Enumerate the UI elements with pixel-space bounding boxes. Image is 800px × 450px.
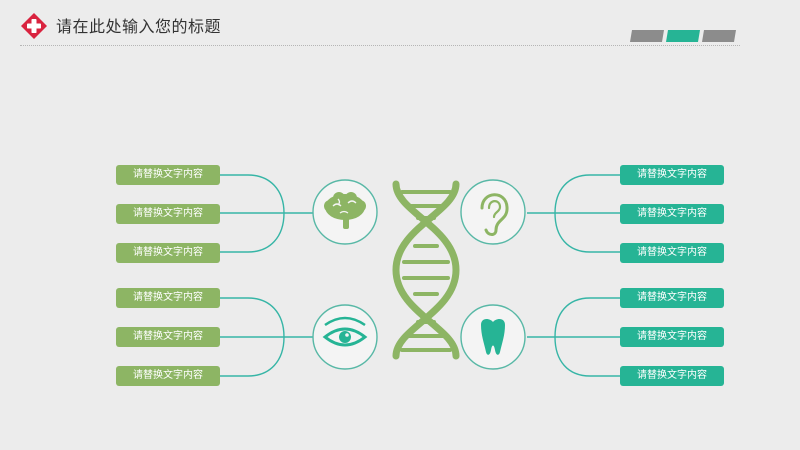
header-tab-1 <box>630 30 664 42</box>
medical-cross-logo-icon <box>21 13 47 39</box>
label-right-top-3: 请替换文字内容 <box>620 243 724 263</box>
header-tab-3 <box>702 30 736 42</box>
header-divider <box>20 45 740 46</box>
connector-left-bottom <box>220 297 313 377</box>
connector-right-top <box>527 174 620 253</box>
ear-circle <box>460 179 526 245</box>
label-left-bottom-2: 请替换文字内容 <box>116 327 220 347</box>
label-left-top-2: 请替换文字内容 <box>116 204 220 224</box>
label-left-top-1: 请替换文字内容 <box>116 165 220 185</box>
dna-rungs <box>400 190 452 352</box>
label-left-top-3: 请替换文字内容 <box>116 243 220 263</box>
page-title: 请在此处输入您的标题 <box>56 17 222 36</box>
label-right-bottom-2: 请替换文字内容 <box>620 327 724 347</box>
dna-strand-2 <box>392 180 460 360</box>
header-tabs <box>630 30 736 42</box>
dna-strand-1 <box>392 180 460 360</box>
label-right-bottom-1: 请替换文字内容 <box>620 288 724 308</box>
label-left-bottom-1: 请替换文字内容 <box>116 288 220 308</box>
connector-right-bottom <box>527 297 620 377</box>
brain-icon <box>324 192 366 229</box>
label-right-top-1: 请替换文字内容 <box>620 165 724 185</box>
ear-icon <box>480 193 509 236</box>
header-tab-2 <box>666 30 700 42</box>
dna-helix <box>392 180 460 360</box>
tooth-icon <box>481 318 505 355</box>
label-right-top-2: 请替换文字内容 <box>620 204 724 224</box>
label-right-bottom-3: 请替换文字内容 <box>620 366 724 386</box>
connector-left-top <box>220 174 313 253</box>
label-left-bottom-3: 请替换文字内容 <box>116 366 220 386</box>
eye-icon <box>322 316 368 347</box>
